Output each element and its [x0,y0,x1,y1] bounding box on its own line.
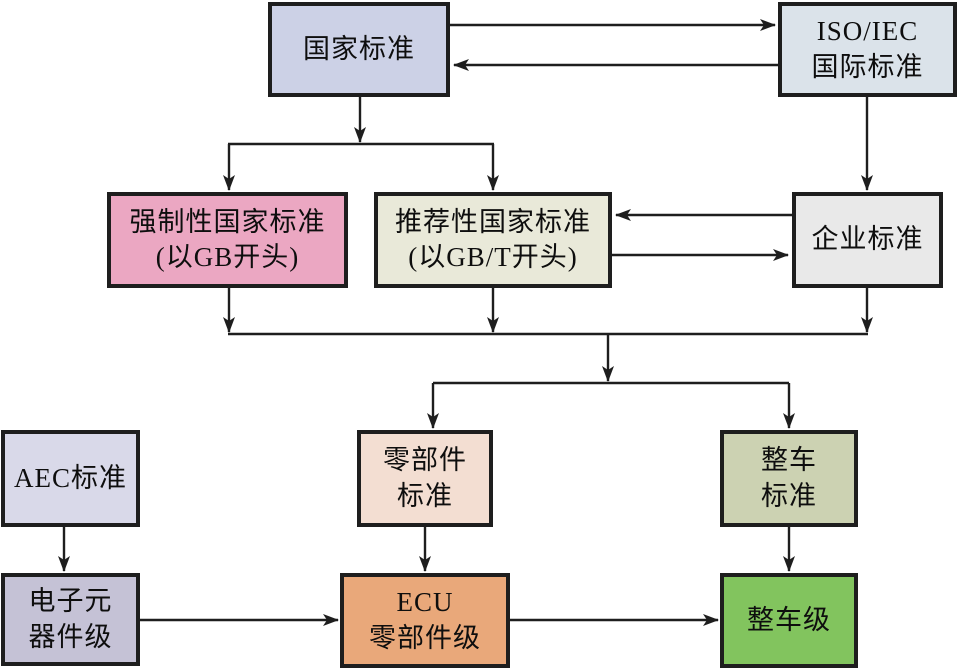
node-mandatory-national-standard: 强制性国家标准 (以GB开头) [107,192,348,288]
node-national-standard: 国家标准 [268,2,450,97]
node-label: 整车级 [747,604,831,635]
node-label: 整车 [761,445,817,476]
node-label: ISO/IEC [816,16,919,47]
node-label: 零部件 [383,445,467,476]
node-electronic-component-level: 电子元 器件级 [1,573,140,666]
node-ecu-component-level: ECU 零部件级 [340,573,510,668]
node-label: AEC标准 [14,462,127,493]
node-label: 国际标准 [811,51,924,82]
node-recommended-national-standard: 推荐性国家标准 (以GB/T开头) [374,192,612,288]
node-label: 器件级 [28,621,113,652]
node-label: 推荐性国家标准 [395,206,591,237]
node-label: 零部件级 [369,622,481,653]
node-enterprise-standard: 企业标准 [792,192,943,288]
node-label: (以GB开头) [155,242,300,272]
node-label: 标准 [397,480,453,511]
node-label: 标准 [761,480,817,511]
node-component-standard: 零部件 标准 [357,430,493,527]
node-label: ECU [396,587,454,618]
node-iso-iec-international-standard: ISO/IEC 国际标准 [778,2,957,97]
node-label: (以GB/T开头) [408,242,578,272]
node-label: 电子元 [28,586,113,617]
node-vehicle-standard: 整车 标准 [720,430,858,527]
node-label: 企业标准 [811,224,924,255]
node-label: 强制性国家标准 [129,206,326,237]
node-vehicle-level: 整车级 [720,573,858,668]
node-aec-standard: AEC标准 [1,430,140,527]
node-label: 国家标准 [303,33,415,64]
